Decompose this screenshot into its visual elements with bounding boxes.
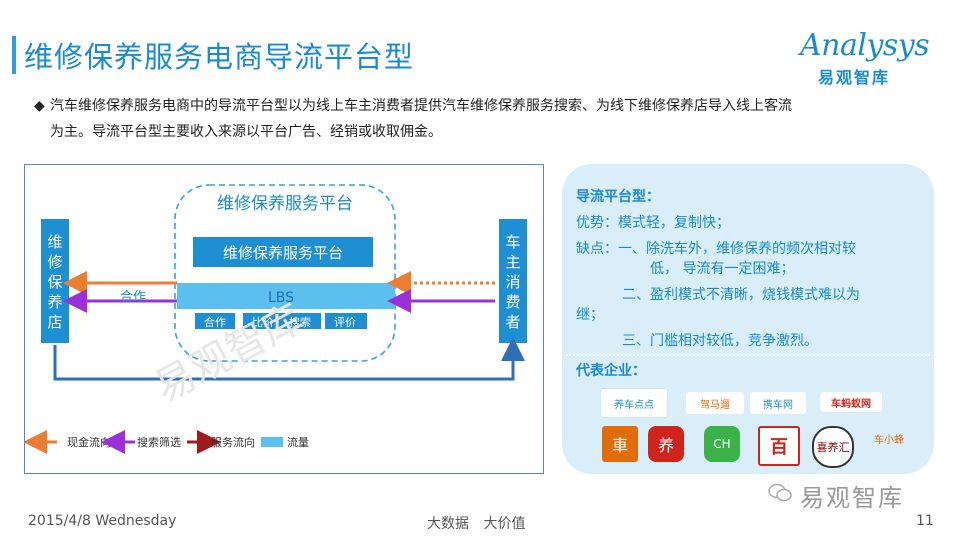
- diamond-bullet-icon: ◆: [34, 98, 45, 114]
- info-heading: 导流平台型：: [576, 189, 660, 205]
- company-logo-chemayi: 车蚂蚁网: [820, 392, 882, 412]
- page-title: 维修保养服务电商导流平台型: [24, 40, 415, 74]
- info-weakness-2a: 二、盈利模式不清晰，烧钱模式难以为: [622, 287, 860, 303]
- analysys-logo: Analysys: [800, 28, 930, 63]
- sub-box-label: 合作: [204, 315, 226, 329]
- coop-label: 合作: [120, 290, 146, 305]
- info-advantage: 优势：模式轻，复制快；: [576, 215, 730, 231]
- consumer-char: 费: [505, 293, 520, 311]
- info-weakness-1b: 低， 导流有一定困难；: [650, 261, 795, 277]
- platform-title-bg: [197, 191, 373, 215]
- repair-shop-char: 保: [47, 273, 62, 291]
- consumer-char: 消: [505, 273, 520, 291]
- sub-box-search: [279, 313, 321, 329]
- consumer-node: [499, 219, 527, 343]
- consumer-char: 车: [505, 233, 520, 251]
- sub-box-review: [325, 313, 367, 329]
- platform-dashed-border: [174, 184, 396, 362]
- company-logo-yangchedd: 养车点点: [600, 388, 668, 418]
- company-logo-xiyanghui: 喜养汇: [812, 426, 854, 468]
- flow-diagram: 维修保养服务平台 维修保养服务平台 LBS 合作 比价 搜索 评价 维 修 保 …: [23, 164, 544, 474]
- company-logo-jiamaliu: 驾马遛: [686, 392, 744, 414]
- legend-traffic-icon: [261, 437, 283, 447]
- legend-service-label: 服务流向: [211, 435, 255, 449]
- sub-box-compare: [243, 313, 283, 329]
- legend-traffic-label: 流量: [287, 435, 309, 449]
- intro-text: 汽车维修保养服务电商中的导流平台型以为线上车主消费者提供汽车维修保养服务搜索、为…: [50, 98, 792, 140]
- legend-search-label: 搜索筛选: [137, 435, 181, 449]
- company-logo-ch: CH: [704, 426, 740, 462]
- footer-slogan: 大数据 大价值: [427, 516, 526, 532]
- repair-shop-char: 店: [47, 313, 62, 331]
- title-accent-bar: [12, 36, 16, 74]
- consumer-char: 主: [505, 253, 520, 271]
- consumer-char: 者: [505, 313, 520, 331]
- flow-diagram-svg: 维修保养服务平台 维修保养服务平台 LBS 合作 比价 搜索 评价 维 修 保 …: [23, 184, 527, 454]
- company-logo-yang: 养: [648, 426, 684, 462]
- company-logo-xiechewang: 携车网: [750, 392, 806, 414]
- company-logo-che: 車: [602, 426, 638, 462]
- platform-outer-label: 维修保养服务平台: [217, 194, 353, 214]
- analysys-logo-cn: 易观智库: [818, 68, 891, 87]
- lbs-label: LBS: [268, 290, 294, 306]
- sub-box-label: 搜索: [289, 315, 311, 329]
- info-weakness-2b: 继；: [576, 307, 604, 323]
- intro-paragraph: ◆ 汽车维修保养服务电商中的导流平台型以为线上车主消费者提供汽车维修保养服务搜索…: [34, 93, 794, 145]
- company-logo-chexiaofeng: 车小蜂: [874, 434, 904, 446]
- info-weakness-3: 三、门槛相对较低，竞争激烈。: [622, 333, 818, 349]
- page-number: 11: [916, 513, 934, 529]
- service-flow-path: [53, 337, 525, 381]
- platform-inner-box: [193, 237, 373, 267]
- sub-box-label: 比价: [252, 316, 274, 329]
- companies-heading: 代表企业：: [576, 363, 646, 379]
- platform-inner-label: 维修保养服务平台: [223, 244, 343, 262]
- info-panel: 导流平台型： 优势：模式轻，复制快； 缺点：一、除洗车外，维修保养的频次相对较 …: [562, 164, 934, 474]
- company-logo-bai: 百: [758, 426, 800, 466]
- panel-divider: [566, 354, 930, 356]
- wechat-icon: [768, 483, 792, 502]
- repair-shop-char: 修: [47, 253, 62, 271]
- repair-shop-char: 养: [47, 293, 62, 311]
- repair-shop-char: 维: [47, 233, 62, 251]
- sub-box-label: 评价: [334, 316, 356, 329]
- lbs-band: [177, 283, 395, 309]
- legend-cash-label: 现金流向: [67, 435, 111, 449]
- wechat-watermark: 易观智库: [800, 484, 904, 512]
- footer-date: 2015/4/8 Wednesday: [28, 513, 177, 529]
- sub-box-cooperate: [195, 313, 235, 329]
- info-weakness-1a: 缺点：一、除洗车外，维修保养的频次相对较: [576, 241, 856, 257]
